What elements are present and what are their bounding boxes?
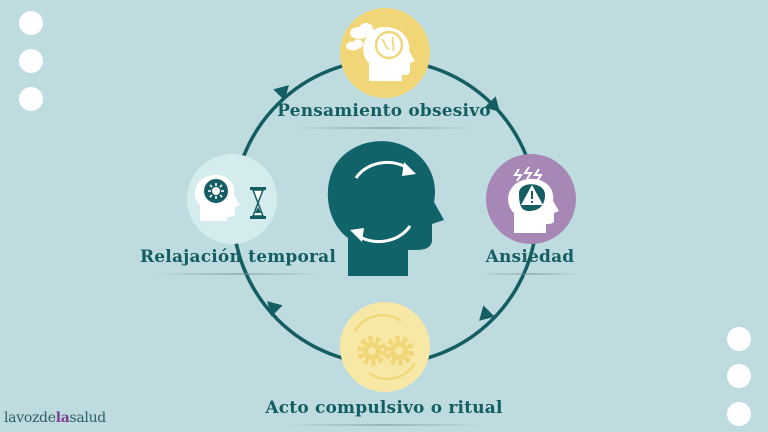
decor-dot bbox=[727, 364, 751, 388]
brand-part: lavozde bbox=[4, 410, 56, 426]
label-underline bbox=[480, 273, 580, 275]
arrow-head bbox=[479, 305, 495, 321]
arrow-head bbox=[484, 96, 500, 112]
cycle-head-icon bbox=[327, 141, 444, 276]
node-acto-label: Acto compulsivo o ritual bbox=[265, 398, 503, 418]
decor-dot bbox=[19, 49, 43, 73]
brand-logo: lavozdelasalud bbox=[4, 410, 106, 426]
cycle-arrows bbox=[267, 85, 500, 321]
label-underline bbox=[153, 273, 323, 275]
node-ansiedad-label: Ansiedad bbox=[485, 247, 575, 267]
label-underline bbox=[284, 424, 484, 426]
label-underline bbox=[289, 127, 479, 129]
alert-head-icon bbox=[508, 166, 559, 233]
arrow-head bbox=[267, 301, 283, 317]
decor-dot bbox=[19, 11, 43, 35]
arrow-head bbox=[273, 85, 289, 101]
brand-part: salud bbox=[69, 410, 106, 426]
node-pensamiento-label: Pensamiento obsesivo bbox=[277, 101, 491, 121]
gears-icon bbox=[353, 313, 417, 381]
sun-hourglass-head-icon bbox=[194, 174, 266, 221]
decor-dot bbox=[727, 327, 751, 351]
brain-cloud-head-icon bbox=[346, 23, 415, 81]
decor-dot bbox=[19, 87, 43, 111]
decor-dot bbox=[727, 402, 751, 426]
node-relajacion-label: Relajación temporal bbox=[139, 247, 337, 267]
brand-part-highlight: la bbox=[55, 410, 70, 426]
